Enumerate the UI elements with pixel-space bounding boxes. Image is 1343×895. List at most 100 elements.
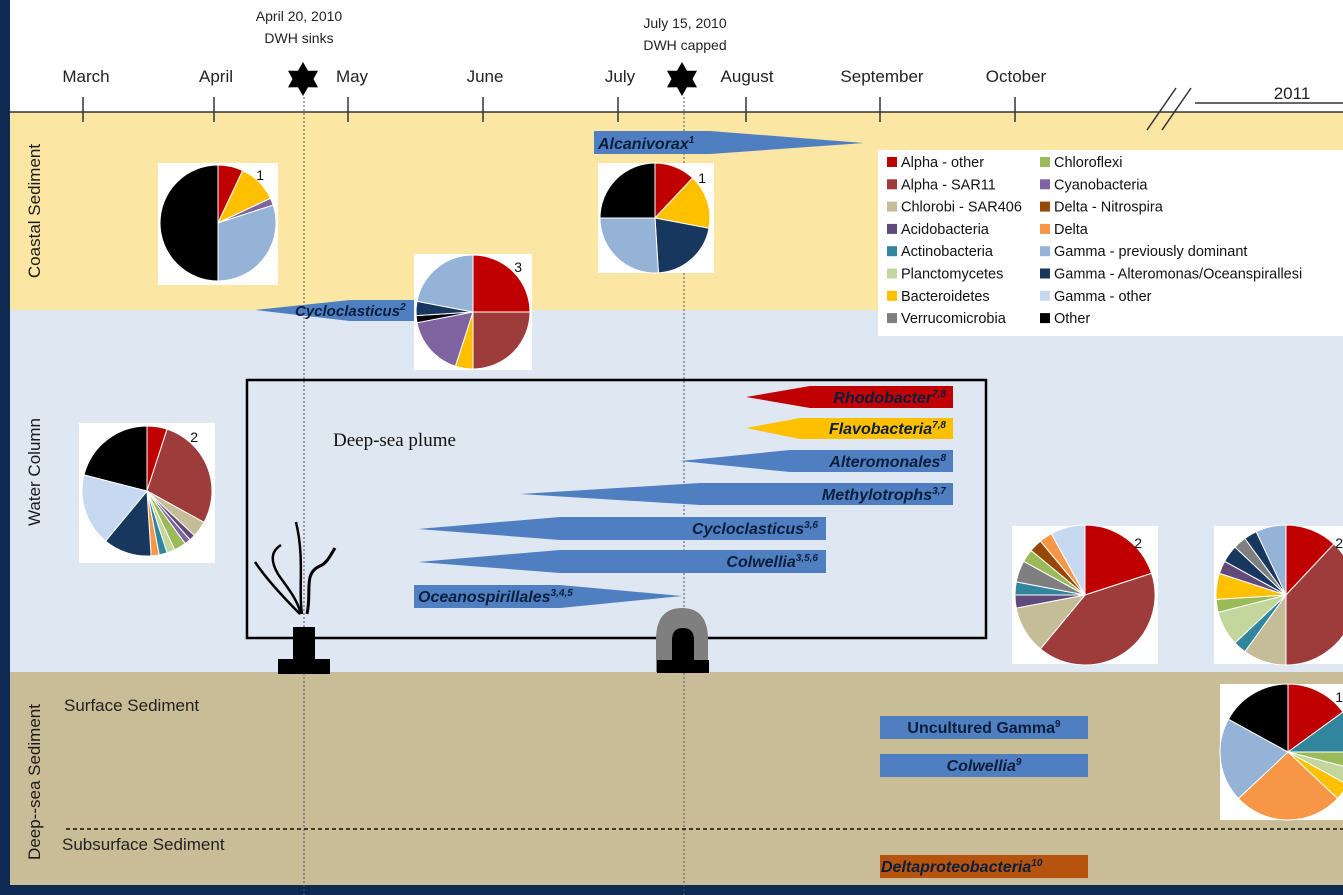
legend-label: Alpha - SAR11 xyxy=(901,177,996,193)
bar-colwellia-sediment xyxy=(880,754,1088,777)
legend-swatch xyxy=(887,313,897,324)
pie-slice xyxy=(1287,683,1343,753)
legend-label: Delta - Nitrospira xyxy=(1054,200,1164,216)
bar-label-methylotrophs: Methylotrophs3,7 xyxy=(822,486,947,504)
legend-swatch xyxy=(1040,268,1050,279)
pie-chart: 1 xyxy=(599,162,711,274)
pie-slice xyxy=(1084,524,1153,596)
legend-swatch xyxy=(887,223,897,234)
event-sink-label: DWH sinks xyxy=(264,30,333,46)
bar-oceanospirillales xyxy=(414,585,682,608)
bar-label-cycloclasticus-plume: Cycloclasticus3,6 xyxy=(692,520,818,538)
bar-uncultured-gamma xyxy=(880,716,1088,739)
pie-chart: 1 xyxy=(159,164,277,282)
surface-sediment-label: Surface Sediment xyxy=(64,696,199,715)
bar-rhodobacter xyxy=(746,386,953,408)
pie-slice xyxy=(416,311,474,367)
bar-label-alteromonales: Alteromonales8 xyxy=(828,453,946,471)
bar-alcanivorax xyxy=(594,131,864,154)
month-march: March xyxy=(62,67,109,86)
pie-reference: 1 xyxy=(256,167,264,183)
bar-deltaproteobacteria xyxy=(880,855,1088,878)
pie-reference: 3 xyxy=(514,259,522,275)
pie-chart: 2 xyxy=(81,425,213,557)
legend-swatch xyxy=(1040,290,1050,301)
pie-slice xyxy=(1050,524,1086,596)
pie-slice xyxy=(1219,718,1289,800)
bar-label-colwellia-sediment: Colwellia9 xyxy=(947,757,1022,775)
legend-label: Chlorobi - SAR406 xyxy=(901,200,1022,216)
legend-label: Planctomycetes xyxy=(901,267,1003,283)
bar-cycloclasticus-plume xyxy=(418,517,826,540)
year-2011-label: 2011 xyxy=(1274,84,1311,103)
legend-label: Other xyxy=(1054,311,1090,327)
taxa-bars: Alcanivorax1 Cycloclasticus2 Rhodobacter… xyxy=(255,131,1088,878)
pie-slice xyxy=(146,428,213,523)
pie-reference: 1 xyxy=(698,170,706,186)
explosion-star-icon xyxy=(288,62,318,96)
bar-flavobacteria xyxy=(746,418,953,439)
month-may: May xyxy=(336,67,369,86)
bar-label-uncultured-gamma: Uncultured Gamma9 xyxy=(907,719,1061,737)
month-october: October xyxy=(986,67,1047,86)
pie-slice xyxy=(599,217,659,274)
event-cap-date: July 15, 2010 xyxy=(643,15,726,31)
pie-charts: 1 1 3 2 2 2 1 xyxy=(81,162,1343,821)
bar-alteromonales xyxy=(680,450,953,472)
capping-stack-icon xyxy=(656,608,709,673)
legend-label: Verrucomicrobia xyxy=(901,311,1007,327)
month-july: July xyxy=(605,67,636,86)
pie-chart: 1 xyxy=(1219,683,1343,821)
month-june: June xyxy=(467,67,504,86)
legend-label: Gamma - Alteromonas/Oceanspirallesi xyxy=(1054,267,1302,283)
month-september: September xyxy=(840,67,923,86)
legend-swatch xyxy=(887,246,897,257)
timeline-header xyxy=(10,0,1343,112)
zone-label-coastal: Coastal Sediment xyxy=(25,144,44,278)
pie-chart: 2 xyxy=(1014,524,1156,666)
legend-label: Alpha - other xyxy=(901,155,984,171)
pie-reference: 1 xyxy=(1335,689,1343,705)
pie-slice xyxy=(1285,543,1343,666)
bar-label-flavobacteria: Flavobacteria7,8 xyxy=(829,420,946,438)
legend-swatch xyxy=(1040,179,1050,190)
zone-label-deep-sea: Deep--sea Sediment xyxy=(25,704,44,860)
event-sink-date: April 20, 2010 xyxy=(256,8,343,24)
pie-slice xyxy=(416,254,474,313)
legend-swatch xyxy=(1040,201,1050,212)
capped-star-icon xyxy=(667,62,697,96)
bar-cycloclasticus-coastal xyxy=(255,300,418,321)
legend-swatch xyxy=(887,268,897,279)
subsurface-sediment-label: Subsurface Sediment xyxy=(62,835,225,854)
bar-label-oceanospirillales: Oceanospirillales3,4,5 xyxy=(418,588,573,606)
bar-label-cycloclasticus-coastal: Cycloclasticus2 xyxy=(295,302,406,320)
bar-colwellia-plume xyxy=(418,550,826,573)
bar-methylotrophs xyxy=(520,483,953,505)
pie-slice xyxy=(1237,751,1339,821)
legend-swatch xyxy=(887,201,897,212)
month-august: August xyxy=(721,67,774,86)
bar-label-rhodobacter: Rhodobacter7,8 xyxy=(833,389,946,407)
pie-reference: 2 xyxy=(1335,535,1343,551)
month-april: April xyxy=(199,67,233,86)
legend-swatch xyxy=(887,179,897,190)
pie-slice xyxy=(1227,683,1289,753)
event-cap-label: DWH capped xyxy=(643,37,726,53)
legend-swatch xyxy=(1040,157,1050,167)
legend-swatch xyxy=(1040,223,1050,234)
axis-break-icon xyxy=(1146,87,1192,131)
pie-chart: 2 xyxy=(1215,524,1343,666)
pie-slice xyxy=(1039,572,1156,666)
bar-label-colwellia-plume: Colwellia3,5,6 xyxy=(726,553,818,571)
pie-slice xyxy=(159,164,219,282)
legend-label: Bacteroidetes xyxy=(901,289,990,305)
pie-slice xyxy=(472,254,531,313)
legend-swatch xyxy=(887,157,897,167)
pie-slice xyxy=(1286,711,1343,753)
legend-label: Cyanobacteria xyxy=(1054,177,1148,193)
pie-slice xyxy=(472,311,531,370)
zone-label-water: Water Column xyxy=(25,418,44,526)
legend-label: Gamma - other xyxy=(1054,289,1152,305)
